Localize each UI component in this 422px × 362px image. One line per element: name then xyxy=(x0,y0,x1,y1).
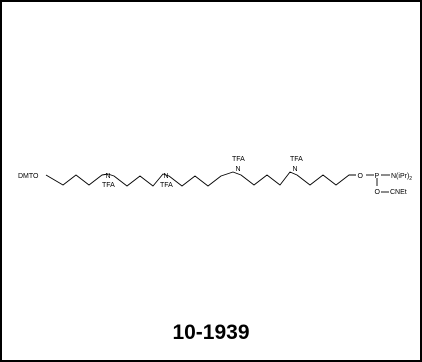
phosphorus-label: P xyxy=(375,173,380,180)
nitrogen-2-label: N xyxy=(164,173,169,180)
amine-subscript: 2 xyxy=(409,176,412,182)
oxygen-cyanoethyl-label: O xyxy=(375,189,381,196)
carbon-chain xyxy=(45,171,356,187)
tfa-3-label: TFA xyxy=(232,156,245,163)
tfa-4-label: TFA xyxy=(290,156,303,163)
amine-label: N(iPr)2 xyxy=(391,173,412,182)
dmto-label: DMTO xyxy=(18,173,39,180)
nitrogen-1-label: N xyxy=(106,173,111,180)
nitrogen-4-label: N xyxy=(293,166,298,173)
tfa-2-label: TFA xyxy=(160,182,173,189)
tfa-1-label: TFA xyxy=(102,182,115,189)
catalog-number: 10-1939 xyxy=(172,321,250,344)
cnet-label: CNEt xyxy=(390,189,407,196)
oxygen-linker-label: O xyxy=(358,173,364,180)
nitrogen-3-label: N xyxy=(236,166,241,173)
